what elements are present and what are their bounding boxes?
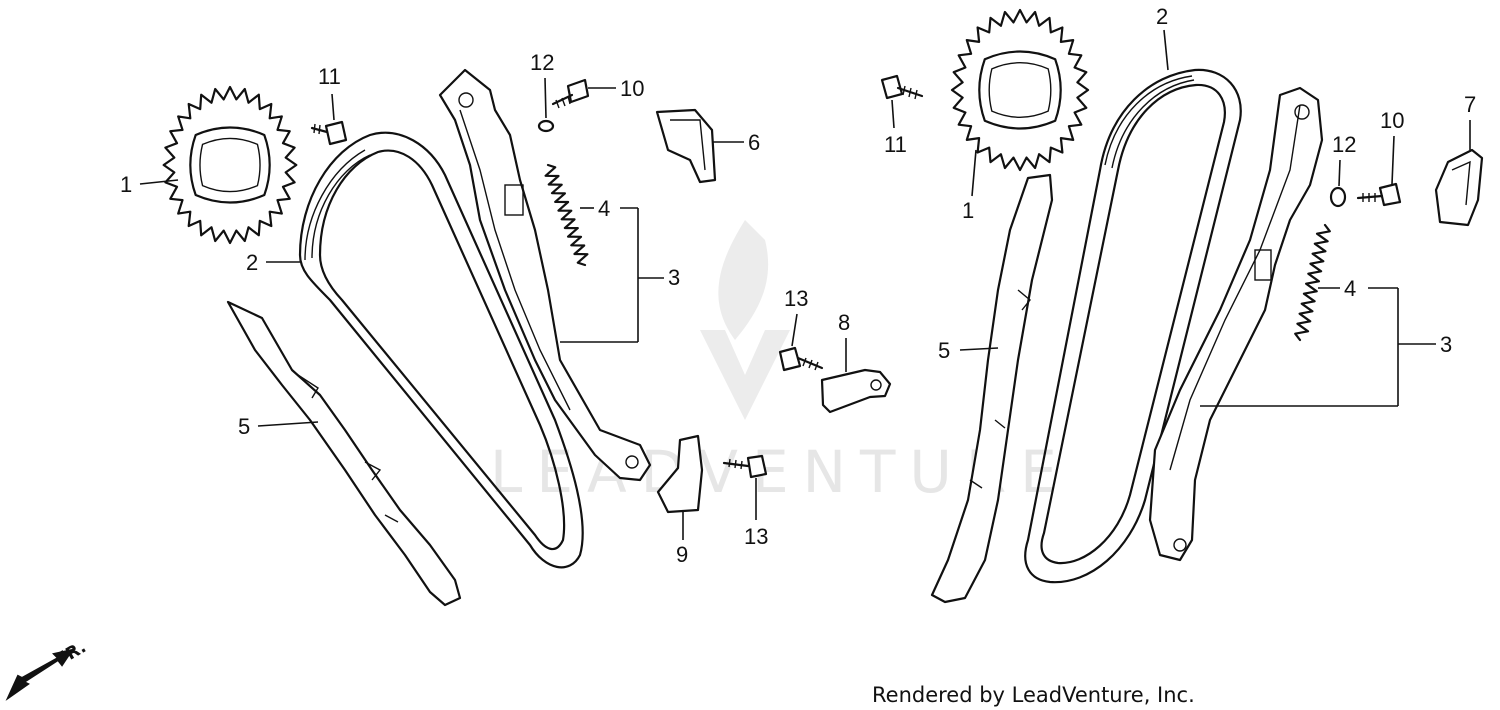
label-3-left: 3 [668, 265, 680, 290]
spring-coil [1294, 223, 1331, 342]
label-4-left: 4 [598, 196, 610, 221]
label-9: 9 [676, 542, 688, 567]
label-1-right: 1 [962, 198, 974, 223]
label-8: 8 [838, 310, 850, 335]
label-2-right: 2 [1156, 4, 1168, 29]
sprocket-hub-inner [988, 62, 1052, 118]
spring-coil [544, 163, 589, 267]
bolt-13-lower [722, 454, 768, 479]
callouts: 1 2 11 12 10 6 4 3 5 13 8 9 13 2 11 [120, 4, 1476, 567]
label-12-left: 12 [530, 50, 554, 75]
front-direction-marker: FR. [5, 637, 90, 701]
leadventure-watermark: LEADVENTURE [490, 220, 1071, 506]
label-5-right: 5 [938, 338, 950, 363]
sprocket-hub [189, 126, 271, 204]
label-5-left: 5 [238, 414, 250, 439]
label-2-left: 2 [246, 250, 258, 275]
chain-guide-left [226, 300, 462, 607]
cam-chain-right [1024, 68, 1242, 584]
front-marker-text: FR. [53, 637, 90, 670]
label-6: 6 [748, 130, 760, 155]
watermark-text: LEADVENTURE [490, 438, 1071, 506]
label-13-upper: 13 [784, 286, 808, 311]
sprocket-hub [978, 50, 1062, 130]
tensioner-spring-left [544, 163, 589, 267]
label-13-lower: 13 [744, 524, 768, 549]
bolt-10-left [551, 78, 590, 109]
cam-sprocket-left [162, 85, 298, 245]
sprocket-hub-inner [199, 137, 261, 193]
label-1-left: 1 [120, 172, 132, 197]
cam-chain-left [298, 131, 584, 569]
bolt-11-right [880, 74, 924, 100]
chain-guide-b-right [1434, 148, 1484, 227]
label-10-right: 10 [1380, 108, 1404, 133]
chain-tensioner-right [1148, 86, 1324, 562]
chain-tensioner-left [438, 68, 652, 482]
label-3-right: 3 [1440, 332, 1452, 357]
label-10-left: 10 [620, 76, 644, 101]
label-7: 7 [1464, 92, 1476, 117]
chain-guide-b [655, 108, 717, 184]
tensioner-spring-right [1294, 223, 1331, 342]
render-credit: Rendered by LeadVenture, Inc. [872, 683, 1195, 707]
label-12-right: 12 [1332, 132, 1356, 157]
bolt-10-right [1356, 182, 1402, 207]
washer-12-right [1329, 186, 1347, 208]
bolt-13-upper [778, 346, 824, 372]
cam-sprocket-right [950, 8, 1090, 172]
label-11-right: 11 [884, 132, 907, 157]
label-11-left: 11 [318, 64, 341, 89]
plate-8 [820, 368, 892, 414]
chain-guide-right [930, 173, 1054, 604]
bolt-11-left [310, 120, 348, 146]
washer-12-left [537, 119, 555, 133]
label-4-right: 4 [1344, 276, 1356, 301]
